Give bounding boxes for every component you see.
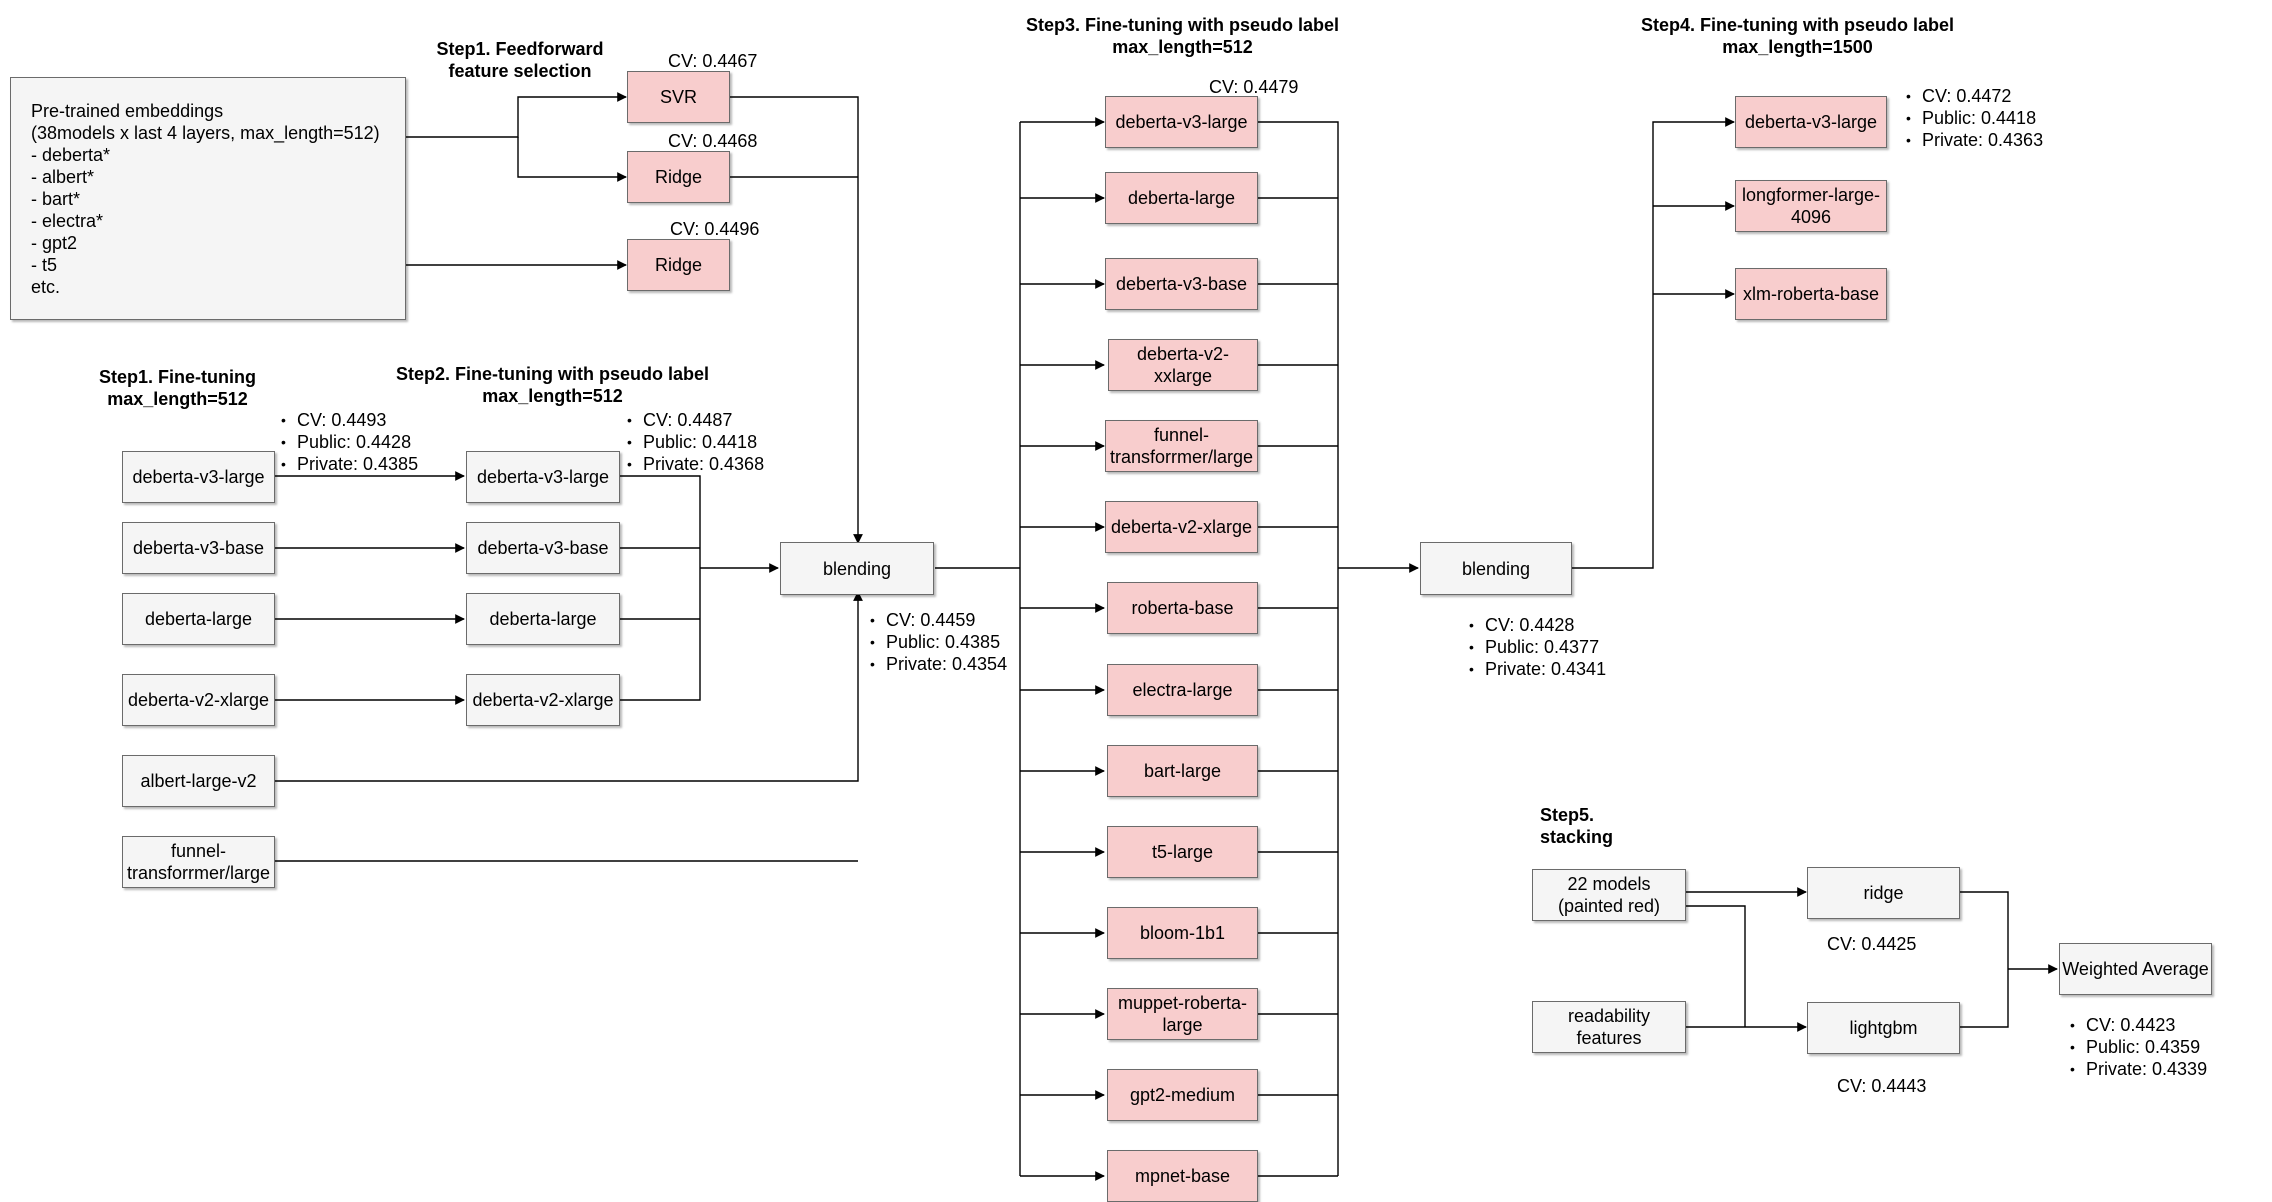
metric-item: Public: 0.4428 (281, 431, 418, 453)
stacking-models-box: 22 models (painted red) (1532, 869, 1686, 921)
step4-model-box: deberta-v3-large (1735, 96, 1887, 148)
pretrained-line: - gpt2 (31, 233, 78, 253)
step5-title: Step5. stacking (1540, 805, 1614, 847)
step5-metrics: CV: 0.4423 Public: 0.4359 Private: 0.433… (2070, 1014, 2207, 1080)
metric-item: CV: 0.4487 (627, 409, 764, 431)
lightgbm-cv: CV: 0.4443 (1837, 1076, 1927, 1096)
step3-model-box: deberta-large (1105, 172, 1258, 224)
blending2-box: blending (1420, 542, 1572, 595)
metric-item: CV: 0.4423 (2070, 1014, 2207, 1036)
step3-model-box: mpnet-base (1107, 1150, 1258, 1202)
step3-model-box: bloom-1b1 (1107, 907, 1258, 959)
blending1-metrics: CV: 0.4459 Public: 0.4385 Private: 0.435… (870, 609, 1007, 675)
metric-item: Private: 0.4385 (281, 453, 418, 475)
step3-model-box: deberta-v3-base (1105, 258, 1258, 310)
metric-item: Public: 0.4377 (1469, 636, 1606, 658)
step2-metrics: CV: 0.4487 Public: 0.4418 Private: 0.436… (627, 409, 764, 475)
step1-finetune-metrics: CV: 0.4493 Public: 0.4428 Private: 0.438… (281, 409, 418, 475)
blending1-box: blending (780, 542, 934, 595)
step1-model-box: deberta-large (122, 593, 275, 645)
step4-model-box: longformer-large-4096 (1735, 180, 1887, 232)
step3-model-box: deberta-v2-xxlarge (1108, 339, 1258, 391)
step2-title: Step2. Fine-tuning with pseudo label max… (395, 364, 709, 406)
step3-cv: CV: 0.4479 (1209, 77, 1299, 97)
metric-item: CV: 0.4472 (1906, 85, 2043, 107)
pretrained-line: - t5 (31, 255, 58, 275)
step1-model-box: funnel-transforrmer/large (122, 836, 275, 888)
step3-model-box: electra-large (1107, 664, 1258, 716)
step3-model-box: funnel-transforrmer/large (1105, 420, 1258, 472)
step3-title: Step3. Fine-tuning with pseudo label max… (1025, 15, 1339, 57)
step1-model-box: deberta-v3-large (122, 451, 275, 503)
step2-model-box: deberta-v3-large (466, 451, 620, 503)
pretrained-embeddings-box: Pre-trained embeddings (38models x last … (10, 77, 406, 320)
ridge-box: ridge (1807, 867, 1960, 919)
step2-model-box: deberta-v3-base (466, 522, 620, 574)
pretrained-line: Pre-trained embeddings (31, 101, 224, 121)
metric-item: CV: 0.4428 (1469, 614, 1606, 636)
step2-model-box: deberta-v2-xlarge (466, 674, 620, 726)
metric-item: Private: 0.4341 (1469, 658, 1606, 680)
pretrained-line: - albert* (31, 167, 95, 187)
step1-model-box: deberta-v2-xlarge (122, 674, 275, 726)
metric-item: Public: 0.4418 (627, 431, 764, 453)
blending2-metrics: CV: 0.4428 Public: 0.4377 Private: 0.434… (1469, 614, 1606, 680)
metric-item: Public: 0.4385 (870, 631, 1007, 653)
pretrained-line: - deberta* (31, 145, 111, 165)
readability-features-box: readability features (1532, 1001, 1686, 1053)
metric-item: CV: 0.4493 (281, 409, 418, 431)
metric-item: Public: 0.4418 (1906, 107, 2043, 129)
ridge1-cv: CV: 0.4468 (668, 131, 758, 151)
pretrained-line: - bart* (31, 189, 81, 209)
metric-item: Private: 0.4368 (627, 453, 764, 475)
step3-model-box: roberta-base (1107, 582, 1258, 634)
metric-item: Private: 0.4339 (2070, 1058, 2207, 1080)
ridge2-cv: CV: 0.4496 (670, 219, 760, 239)
step4-metrics: CV: 0.4472 Public: 0.4418 Private: 0.436… (1906, 85, 2043, 151)
pretrained-embeddings-text: Pre-trained embeddings (38models x last … (31, 100, 380, 298)
step4-model-box: xlm-roberta-base (1735, 268, 1887, 320)
step3-model-box: muppet-roberta-large (1107, 988, 1258, 1040)
step1-model-box: deberta-v3-base (122, 522, 275, 574)
pretrained-line: etc. (31, 277, 61, 297)
ridge1-box: Ridge (627, 151, 730, 203)
step2-model-box: deberta-large (466, 593, 620, 645)
metric-item: Public: 0.4359 (2070, 1036, 2207, 1058)
svr-box: SVR (627, 71, 730, 123)
metric-item: Private: 0.4354 (870, 653, 1007, 675)
weighted-average-box: Weighted Average (2059, 943, 2212, 995)
step3-model-box: t5-large (1107, 826, 1258, 878)
ridge-cv: CV: 0.4425 (1827, 934, 1917, 954)
step1-model-box: albert-large-v2 (122, 755, 275, 807)
metric-item: CV: 0.4459 (870, 609, 1007, 631)
metric-item: Private: 0.4363 (1906, 129, 2043, 151)
pretrained-line: (38models x last 4 layers, max_length=51… (31, 123, 380, 143)
lightgbm-box: lightgbm (1807, 1002, 1960, 1054)
step1-feedforward-title: Step1. Feedforward feature selection (436, 39, 604, 81)
step4-title: Step4. Fine-tuning with pseudo label max… (1640, 15, 1954, 57)
step3-model-box: deberta-v3-large (1105, 96, 1258, 148)
ridge2-box: Ridge (627, 239, 730, 291)
step1-finetune-title: Step1. Fine-tuning max_length=512 (99, 367, 256, 409)
step3-model-box: gpt2-medium (1107, 1069, 1258, 1121)
step3-model-box: bart-large (1107, 745, 1258, 797)
step3-model-box: deberta-v2-xlarge (1105, 501, 1258, 553)
svr-cv: CV: 0.4467 (668, 51, 758, 71)
pretrained-line: - electra* (31, 211, 104, 231)
